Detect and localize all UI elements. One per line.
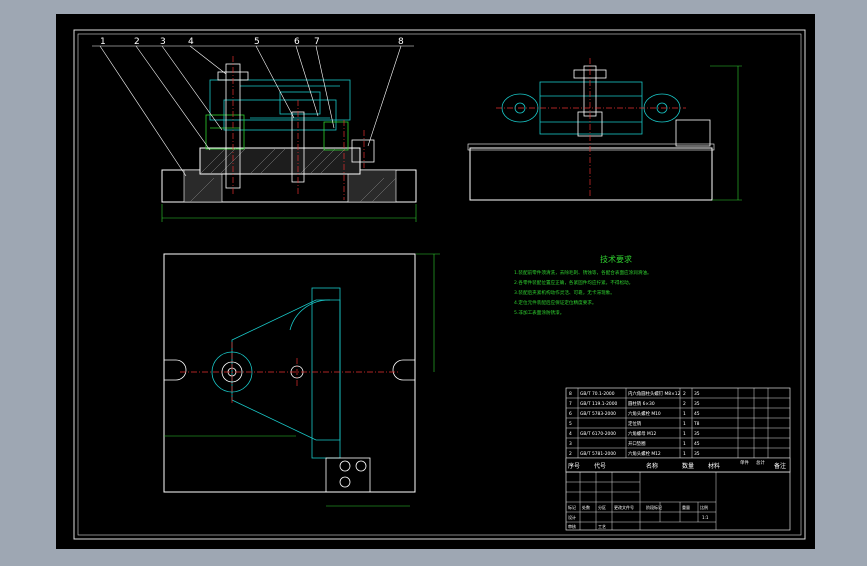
bom-no: 5: [569, 421, 572, 427]
bom-header-code: 代号: [594, 462, 606, 470]
callout-2: 2: [134, 37, 140, 47]
tech-requirements: 技术要求 1.装配前零件须清洗，去除毛刺、锈蚀等，各配合表面应涂润滑油。 2.各…: [514, 254, 652, 316]
bom-name: 定位销: [628, 420, 642, 427]
bom-no: 6: [569, 411, 572, 417]
bom-qty: 2: [683, 391, 686, 397]
base-hatch-right: [347, 169, 397, 203]
bom-qty: 1: [683, 411, 686, 417]
bom-code: GB/T 119.1-2000: [580, 401, 618, 407]
top-base: [163, 253, 416, 493]
tb-label: 比例: [700, 504, 708, 510]
tb-label: 阶段标记: [646, 504, 662, 510]
tech-line-5: 5.非加工表面涂防锈漆。: [514, 309, 564, 316]
bom-header-no: 序号: [568, 462, 580, 470]
callout-4: 4: [188, 37, 194, 47]
bom-no: 2: [569, 451, 572, 457]
bom-name: 六角头螺栓 M12: [628, 450, 661, 457]
tb-label: 审核: [568, 523, 576, 529]
callout-6: 6: [294, 37, 300, 47]
tech-line-1: 1.装配前零件须清洗，去除毛刺、锈蚀等，各配合表面应涂润滑油。: [514, 269, 652, 276]
bom-material: 35: [694, 401, 700, 407]
bom-name: 内六角圆柱头螺钉 M8×12: [628, 390, 681, 397]
tb-label: 设计: [568, 514, 576, 520]
bom-no: 4: [569, 431, 572, 437]
front-view: 1 2 3 4 5 6 7 8: [92, 37, 417, 222]
inner-frame: [77, 33, 802, 536]
tech-title: 技术要求: [600, 254, 632, 264]
bom-header-single: 单件: [740, 459, 749, 466]
bom-code: GB/T 6170-2000: [580, 431, 616, 437]
callout-8: 8: [398, 37, 404, 47]
bom-no: 3: [569, 441, 572, 447]
bom-code: GB/T 5781-2000: [580, 451, 616, 457]
tech-line-3: 3.装配后夹紧机构动作灵活、可靠，无卡滞现象。: [514, 289, 615, 296]
bom-qty: 1: [683, 441, 686, 447]
bom-header-total: 总计: [756, 459, 765, 466]
leader-lines: [92, 45, 414, 177]
tb-label: 处数: [582, 504, 590, 510]
callout-3: 3: [160, 37, 166, 47]
bom-material: 35: [694, 431, 700, 437]
tech-line-4: 4.定位元件装配后应保证定位精度要求。: [514, 299, 596, 306]
outer-frame: [73, 29, 806, 540]
callout-7: 7: [314, 37, 320, 47]
callout-5: 5: [254, 37, 260, 47]
tb-label: 工艺: [598, 524, 606, 529]
tb-label: 更改文件号: [614, 504, 634, 510]
callout-1: 1: [100, 37, 106, 47]
bom-header-qty: 数量: [682, 462, 694, 470]
screw-head: [351, 139, 375, 163]
side-base: [469, 147, 713, 201]
tb-label: 重量: [682, 504, 690, 510]
bom-no: 8: [569, 391, 572, 397]
bom-header-name: 名称: [646, 462, 658, 470]
bom-header-material: 材料: [708, 462, 720, 470]
bom-table: 8 GB/T 70.1-2000 内六角圆柱头螺钉 M8×12 2 35 7 G…: [565, 387, 791, 473]
bom-no: 7: [569, 401, 572, 407]
bom-material: 45: [694, 441, 700, 447]
bom-qty: 1: [683, 421, 686, 427]
bom-qty: 2: [683, 401, 686, 407]
base-hatch-left: [183, 169, 223, 203]
bom-code: GB/T 5783-2000: [580, 411, 616, 417]
bom-material: 35: [694, 451, 700, 457]
title-block: 标记 处数 分区 更改文件号 设计 审核 工艺 阶段标记 重量 比例 1:1: [565, 471, 791, 531]
bom-header-note: 备注: [774, 462, 786, 470]
bom-name: 开口垫圈: [628, 440, 646, 447]
bom-qty: 1: [683, 451, 686, 457]
clamp-front: [205, 114, 349, 151]
bom-name: 六角头螺栓 M10: [628, 410, 661, 417]
tb-label: 标记: [568, 504, 576, 510]
top-view: [163, 253, 440, 507]
bom-name: 六角螺母 M12: [628, 430, 657, 437]
bom-qty: 1: [683, 431, 686, 437]
bom-material: 35: [694, 391, 700, 397]
bom-material: 45: [694, 411, 700, 417]
bom-material: T8: [693, 421, 700, 427]
tb-scale: 1:1: [702, 515, 709, 520]
tech-line-2: 2.各零件装配位置应正确，各紧固件均应拧紧，不得松动。: [514, 279, 633, 286]
bom-code: GB/T 70.1-2000: [580, 391, 615, 397]
tb-label: 分区: [598, 504, 606, 510]
side-view: [467, 58, 742, 201]
bom-name: 圆柱销 6×30: [628, 400, 655, 407]
